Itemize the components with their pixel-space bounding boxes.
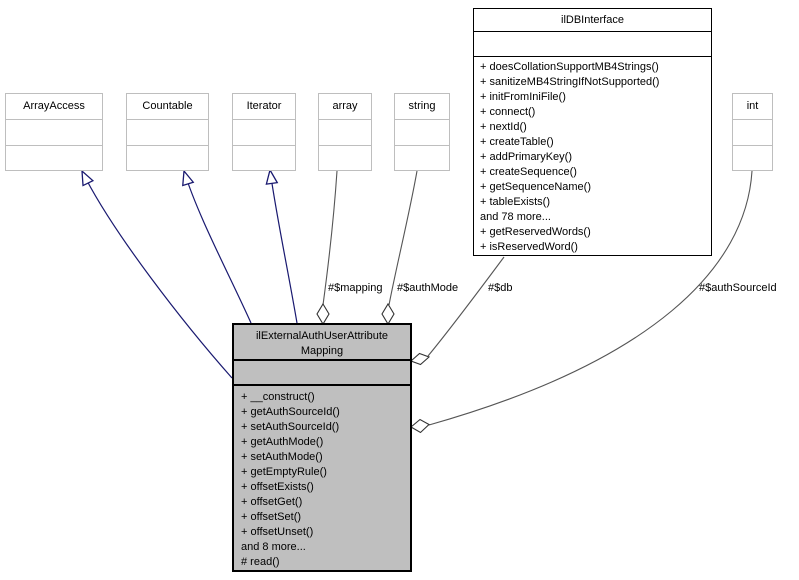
method-item: + tableExists() [480, 196, 550, 208]
class-node-array: array [318, 93, 372, 171]
class-title-int: int [733, 94, 772, 120]
method-item: + createSequence() [480, 166, 577, 178]
methods-compartment [733, 146, 772, 171]
usage-edge-string-authmode [388, 170, 418, 306]
method-item: + offsetExists() [241, 481, 314, 493]
class-node-int: int [732, 93, 773, 171]
method-item: + getEmptyRule() [241, 466, 327, 478]
edge-label-db: #$db [488, 282, 513, 294]
method-item: + setAuthMode() [241, 451, 323, 463]
methods-compartment [233, 146, 295, 171]
edge-label-authsourceid: #$authSourceId [699, 282, 777, 294]
method-item: + offsetSet() [241, 511, 302, 523]
class-node-countable: Countable [126, 93, 209, 171]
method-item: + connect() [480, 106, 536, 118]
method-item: + createTable() [480, 136, 554, 148]
method-item: + isReservedWord() [480, 241, 578, 253]
aggregation-diamond-authsourceid [410, 418, 430, 434]
class-node-arrayaccess: ArrayAccess [5, 93, 103, 171]
attributes-compartment [733, 120, 772, 146]
usage-edge-ildbinterface-db [427, 256, 505, 357]
method-item-more: and 78 more... [480, 211, 551, 223]
attributes-compartment [395, 120, 449, 146]
aggregation-diamond-db [409, 352, 431, 366]
class-node-string: string [394, 93, 450, 171]
aggregation-diamond-mapping [316, 302, 330, 326]
edge-label-authmode: #$authMode [397, 282, 459, 294]
class-node-ilexternalauthuserattributemapping: ilExternalAuthUserAttribute Mapping + __… [232, 323, 412, 572]
class-title-iterator: Iterator [233, 94, 295, 120]
usage-edge-int-authsourceid [428, 170, 753, 426]
method-item: + getReservedWords() [480, 226, 591, 238]
method-item: + doesCollationSupportMB4Strings() [480, 61, 659, 73]
edge-label-mapping: #$mapping [328, 282, 383, 294]
class-title-ildbinterface: ilDBInterface [474, 9, 711, 32]
attributes-compartment [127, 120, 208, 146]
method-item: + sanitizeMB4StringIfNotSupported() [480, 76, 660, 88]
method-item-more: and 8 more... [241, 541, 306, 553]
inheritance-edge-arrayaccess [81, 169, 233, 379]
class-title-arrayaccess: ArrayAccess [6, 94, 102, 120]
method-item: + offsetGet() [241, 496, 303, 508]
attributes-compartment [474, 32, 711, 57]
methods-compartment [395, 146, 449, 171]
class-title-string: string [395, 94, 449, 120]
class-node-iterator: Iterator [232, 93, 296, 171]
method-item: + initFromIniFile() [480, 91, 566, 103]
methods-compartment: + doesCollationSupportMB4Strings() + san… [474, 57, 711, 255]
inheritance-edge-iterator [265, 168, 298, 324]
method-item: + nextId() [480, 121, 527, 133]
class-title-array: array [319, 94, 371, 120]
methods-compartment [127, 146, 208, 171]
methods-compartment: + __construct() + getAuthSourceId() + se… [234, 386, 410, 570]
method-item: + getAuthMode() [241, 436, 324, 448]
method-item: + getAuthSourceId() [241, 406, 340, 418]
class-title-line2: Mapping [300, 345, 344, 357]
methods-compartment [6, 146, 102, 171]
method-item: + setAuthSourceId() [241, 421, 340, 433]
class-title-mapping: ilExternalAuthUserAttribute Mapping [234, 325, 410, 362]
class-title-countable: Countable [127, 94, 208, 120]
class-node-ildbinterface[interactable]: ilDBInterface + doesCollationSupportMB4S… [473, 8, 712, 256]
method-item: + getSequenceName() [480, 181, 591, 193]
methods-compartment [319, 146, 371, 171]
usage-edge-array-mapping [322, 170, 338, 306]
attributes-compartment [6, 120, 102, 146]
class-title-line1: ilExternalAuthUserAttribute [255, 330, 389, 342]
attributes-compartment [319, 120, 371, 146]
aggregation-diamond-authmode [381, 302, 395, 326]
method-item: # read() [241, 556, 280, 568]
attributes-compartment [234, 361, 410, 386]
attributes-compartment [233, 120, 295, 146]
inheritance-edge-countable [182, 169, 252, 324]
method-item: + addPrimaryKey() [480, 151, 573, 163]
method-item: + __construct() [241, 391, 315, 403]
method-item: + offsetUnset() [241, 526, 314, 538]
